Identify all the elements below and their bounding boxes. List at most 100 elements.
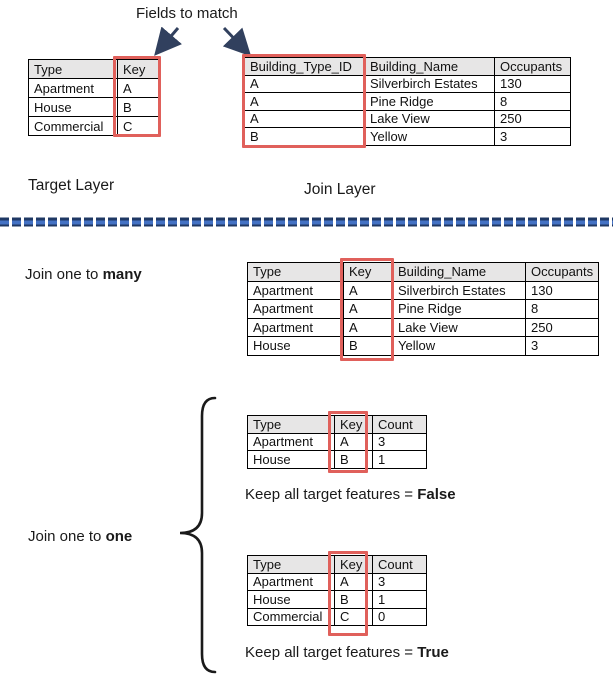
table-cell: 250 <box>494 109 571 128</box>
keep-false-value: False <box>417 486 456 503</box>
arrow-to-target-key-icon <box>154 26 182 56</box>
table-cell: A <box>117 78 161 98</box>
join-one-to-one-prefix: Join one to <box>28 528 106 545</box>
column-header: Type <box>28 59 118 79</box>
table-cell: Yellow <box>364 127 495 146</box>
table-cell: House <box>247 450 335 469</box>
table-cell: A <box>244 74 365 93</box>
table-cell: B <box>334 590 373 609</box>
table-cell: A <box>244 92 365 111</box>
table-cell: A <box>343 317 393 337</box>
table-cell: 130 <box>524 280 600 300</box>
table-cell: C <box>117 116 161 136</box>
table-cell: 1 <box>372 590 427 609</box>
table-cell: B <box>244 127 365 146</box>
column-header: Count <box>372 415 427 434</box>
table-cell: 1 <box>372 450 427 469</box>
one-to-one-brace-icon <box>179 396 217 674</box>
keep-true-value: True <box>417 644 449 661</box>
table-cell: 3 <box>372 572 427 591</box>
column-header: Type <box>247 262 344 282</box>
fields-to-match-label: Fields to match <box>136 5 238 22</box>
keep-true-prefix: Keep all target features = <box>245 644 418 661</box>
table-cell: Apartment <box>28 78 118 98</box>
column-header: Key <box>343 262 393 282</box>
column-header: Key <box>117 59 161 79</box>
table-cell: 130 <box>494 74 571 93</box>
table-cell: B <box>343 336 393 356</box>
table-cell: Silverbirch Estates <box>392 280 526 300</box>
column-header: Key <box>334 555 373 574</box>
table-cell: Yellow <box>392 336 526 356</box>
column-header: Count <box>372 555 427 574</box>
keep-false-prefix: Keep all target features = <box>245 486 418 503</box>
table-cell: B <box>117 97 161 117</box>
table-cell: House <box>247 590 335 609</box>
arrow-to-join-key-icon <box>222 26 252 57</box>
table-cell: Apartment <box>247 317 344 337</box>
column-header: Type <box>247 555 335 574</box>
table-cell: Silverbirch Estates <box>364 74 495 93</box>
table-cell: 250 <box>524 317 600 337</box>
table-cell: Lake View <box>364 109 495 128</box>
table-cell: Commercial <box>28 116 118 136</box>
table-cell: A <box>334 572 373 591</box>
table-cell: Lake View <box>392 317 526 337</box>
keep-true-caption: Keep all target features = True <box>245 644 449 661</box>
table-cell: Apartment <box>247 572 335 591</box>
table-cell: Pine Ridge <box>392 299 526 319</box>
table-cell: C <box>334 607 373 626</box>
table-cell: 0 <box>372 607 427 626</box>
table-cell: Apartment <box>247 432 335 451</box>
table-cell: A <box>244 109 365 128</box>
table-cell: 3 <box>494 127 571 146</box>
join-one-to-many-bold: many <box>102 266 142 283</box>
table-cell: Pine Ridge <box>364 92 495 111</box>
table-cell: 8 <box>524 299 600 319</box>
column-header: Occupants <box>524 262 600 282</box>
join-one-to-one-bold: one <box>105 528 133 545</box>
join-one-to-many-label: Join one to many <box>25 266 142 283</box>
table-cell: 8 <box>494 92 571 111</box>
table-cell: Apartment <box>247 280 344 300</box>
table-cell: 3 <box>372 432 427 451</box>
join-layer-label: Join Layer <box>304 181 376 198</box>
column-header: Occupants <box>494 57 571 76</box>
table-cell: House <box>28 97 118 117</box>
join-one-to-many-prefix: Join one to <box>25 266 103 283</box>
target-layer-label: Target Layer <box>28 177 115 194</box>
fields-to-match-arrows <box>154 26 252 57</box>
table-cell: House <box>247 336 344 356</box>
column-header: Building_Name <box>392 262 526 282</box>
column-header: Key <box>334 415 373 434</box>
keep-false-caption: Keep all target features = False <box>245 486 456 503</box>
table-cell: B <box>334 450 373 469</box>
column-header: Type <box>247 415 335 434</box>
table-cell: Apartment <box>247 299 344 319</box>
section-divider <box>0 217 613 227</box>
table-cell: A <box>343 299 393 319</box>
